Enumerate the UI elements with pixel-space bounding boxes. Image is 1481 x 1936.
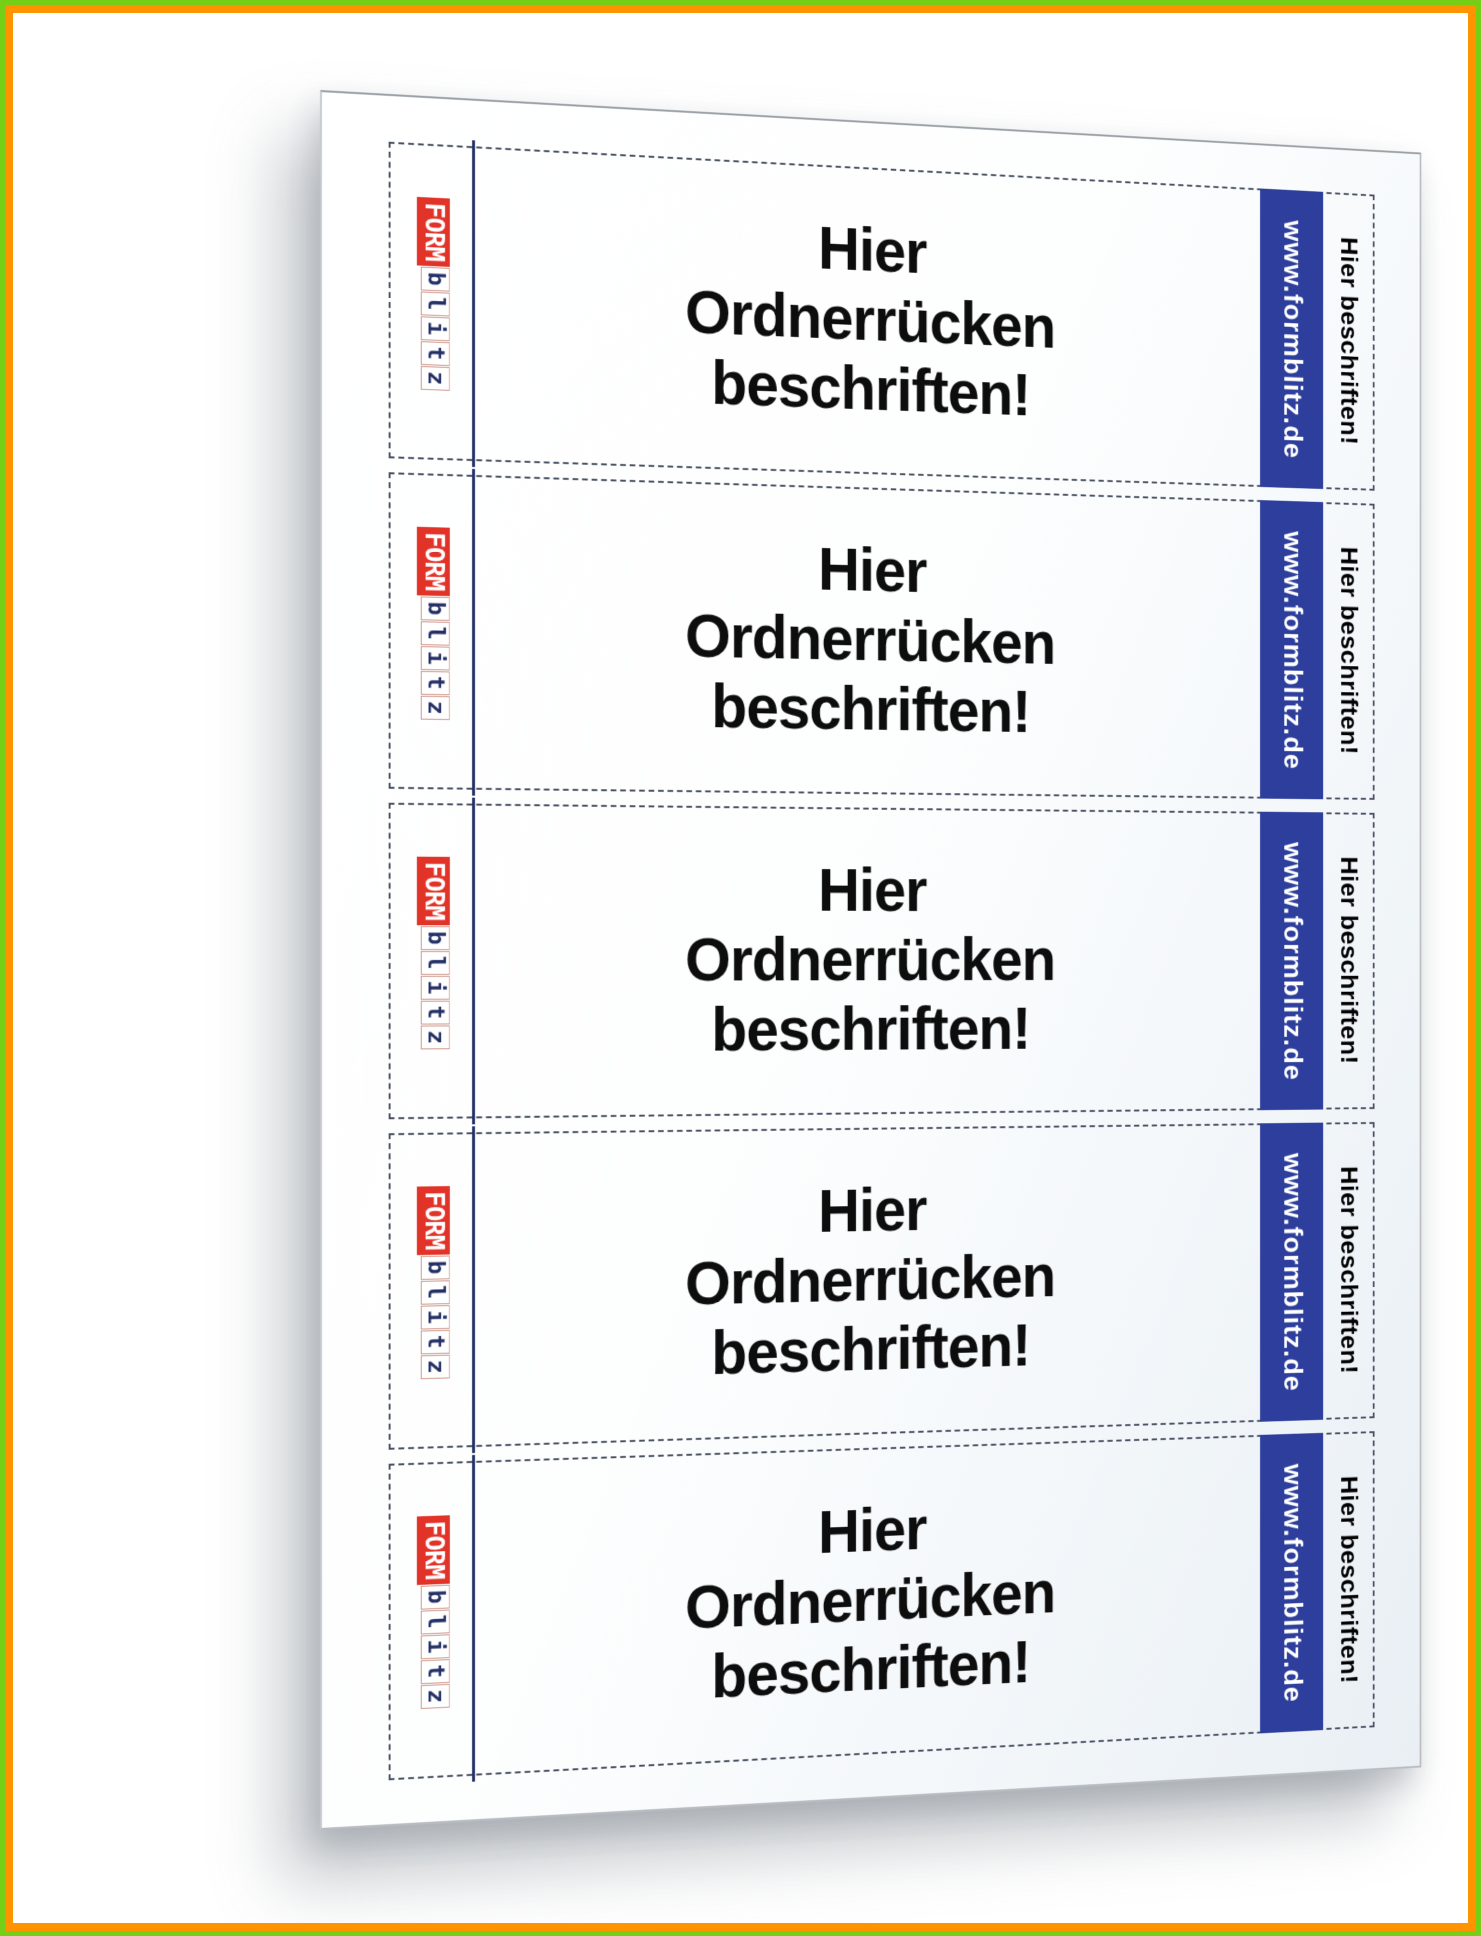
formblitz-logo-form-text: FORM [418, 1520, 448, 1580]
formblitz-logo: FORM b l i t z [416, 1515, 451, 1735]
template-sheet: FORM b l i t z Hier Ordnerrücken beschri… [320, 90, 1422, 1830]
formblitz-logo-red-box: FORM [416, 526, 450, 596]
formblitz-logo-letter-box: l [420, 1279, 450, 1305]
side-caption-text: Hier beschriften! [1335, 856, 1362, 1066]
formblitz-logo-red-box: FORM [416, 196, 450, 267]
formblitz-logo-letter-box: z [420, 1025, 450, 1050]
label-center-line: Ordnerrücken [684, 925, 1056, 995]
formblitz-logo-red-box: FORM [416, 1515, 450, 1585]
formblitz-logo-form-text: FORM [418, 1191, 448, 1250]
website-url: www.formblitz.de [1278, 841, 1306, 1081]
folder-spine-label: FORM b l i t z Hier Ordnerrücken beschri… [388, 797, 1375, 1125]
formblitz-logo-letter-box: i [420, 1633, 450, 1659]
website-bar: www.formblitz.de [1260, 811, 1324, 1111]
side-caption-text: Hier beschriften! [1335, 236, 1362, 447]
formblitz-logo-red-box: FORM [416, 1186, 450, 1255]
formblitz-logo-letter-box: b [420, 1255, 450, 1280]
label-center-line: Hier [818, 856, 927, 925]
formblitz-logo: FORM b l i t z [416, 1186, 451, 1405]
formblitz-logo-letter-box: t [420, 340, 450, 366]
formblitz-logo-letter-box: t [420, 1329, 450, 1355]
website-bar: www.formblitz.de [1260, 500, 1324, 800]
label-center-text: Hier Ordnerrücken beschriften! [472, 477, 1252, 797]
formblitz-logo-letter-box: i [420, 645, 450, 671]
formblitz-logo: FORM b l i t z [416, 856, 451, 1076]
formblitz-logo-letter-box: i [420, 975, 450, 1000]
side-caption: Hier beschriften! [1323, 814, 1373, 1107]
label-center-line: Hier [818, 1176, 927, 1246]
folder-spine-label: FORM b l i t z Hier Ordnerrücken beschri… [388, 468, 1375, 800]
folder-spine-label: FORM b l i t z Hier Ordnerrücken beschri… [388, 140, 1375, 491]
label-list: FORM b l i t z Hier Ordnerrücken beschri… [322, 92, 1420, 1828]
website-url: www.formblitz.de [1278, 1462, 1306, 1703]
side-caption: Hier beschriften! [1323, 1124, 1373, 1418]
label-center-text: Hier Ordnerrücken beschriften! [472, 1437, 1252, 1774]
label-center-text: Hier Ordnerrücken beschriften! [472, 148, 1252, 485]
formblitz-logo-red-box: FORM [416, 856, 450, 925]
folder-spine-label: FORM b l i t z Hier Ordnerrücken beschri… [388, 1431, 1375, 1782]
label-center-line: Ordnerrücken [684, 601, 1056, 678]
website-bar: www.formblitz.de [1260, 188, 1324, 490]
formblitz-logo-letter-box: z [420, 1354, 450, 1379]
side-caption: Hier beschriften! [1323, 1433, 1373, 1728]
website-bar: www.formblitz.de [1260, 1432, 1324, 1734]
side-caption-text: Hier beschriften! [1335, 1166, 1362, 1376]
formblitz-logo-letter-box: b [420, 1584, 450, 1610]
formblitz-logo-letter-box: l [420, 291, 450, 317]
formblitz-logo: FORM b l i t z [416, 526, 451, 746]
folder-spine-label: FORM b l i t z Hier Ordnerrücken beschri… [388, 1122, 1375, 1454]
formblitz-logo-form-text: FORM [418, 861, 448, 920]
formblitz-logo-letter-box: z [420, 365, 450, 391]
website-url: www.formblitz.de [1278, 530, 1306, 770]
side-caption: Hier beschriften! [1323, 504, 1373, 798]
formblitz-logo-letter-box: t [420, 1658, 450, 1684]
formblitz-logo-letter-box: t [420, 670, 450, 695]
formblitz-logo-letter-box: i [420, 315, 450, 341]
website-bar: www.formblitz.de [1260, 1122, 1324, 1422]
label-center-line: beschriften! [711, 672, 1031, 746]
label-center-line: beschriften! [711, 1311, 1031, 1388]
website-url: www.formblitz.de [1278, 218, 1306, 459]
formblitz-logo-letter-box: l [420, 1609, 450, 1635]
label-center-line: beschriften! [711, 995, 1031, 1065]
formblitz-logo-letter-box: b [420, 596, 450, 621]
formblitz-logo-letter-box: l [420, 620, 450, 646]
formblitz-logo-form-text: FORM [418, 531, 448, 591]
formblitz-logo-letter-box: b [420, 925, 450, 950]
formblitz-logo-form-text: FORM [418, 201, 448, 262]
side-caption-text: Hier beschriften! [1335, 546, 1362, 756]
formblitz-logo-letter-box: z [420, 1683, 450, 1709]
formblitz-logo-letter-box: l [420, 950, 450, 975]
formblitz-logo-letter-box: i [420, 1304, 450, 1330]
label-center-line: Hier [818, 535, 927, 606]
formblitz-logo: FORM b l i t z [416, 196, 451, 417]
side-caption: Hier beschriften! [1323, 194, 1373, 489]
label-center-line: Ordnerrücken [684, 1242, 1056, 1319]
side-caption-text: Hier beschriften! [1335, 1475, 1362, 1686]
label-center-line: beschriften! [711, 348, 1031, 429]
label-center-text: Hier Ordnerrücken beschriften! [472, 806, 1252, 1117]
formblitz-logo-letter-box: z [420, 695, 450, 720]
website-url: www.formblitz.de [1278, 1152, 1306, 1392]
formblitz-logo-letter-box: t [420, 1000, 450, 1025]
label-center-text: Hier Ordnerrücken beschriften! [472, 1125, 1252, 1445]
formblitz-logo-letter-box: b [420, 266, 450, 292]
